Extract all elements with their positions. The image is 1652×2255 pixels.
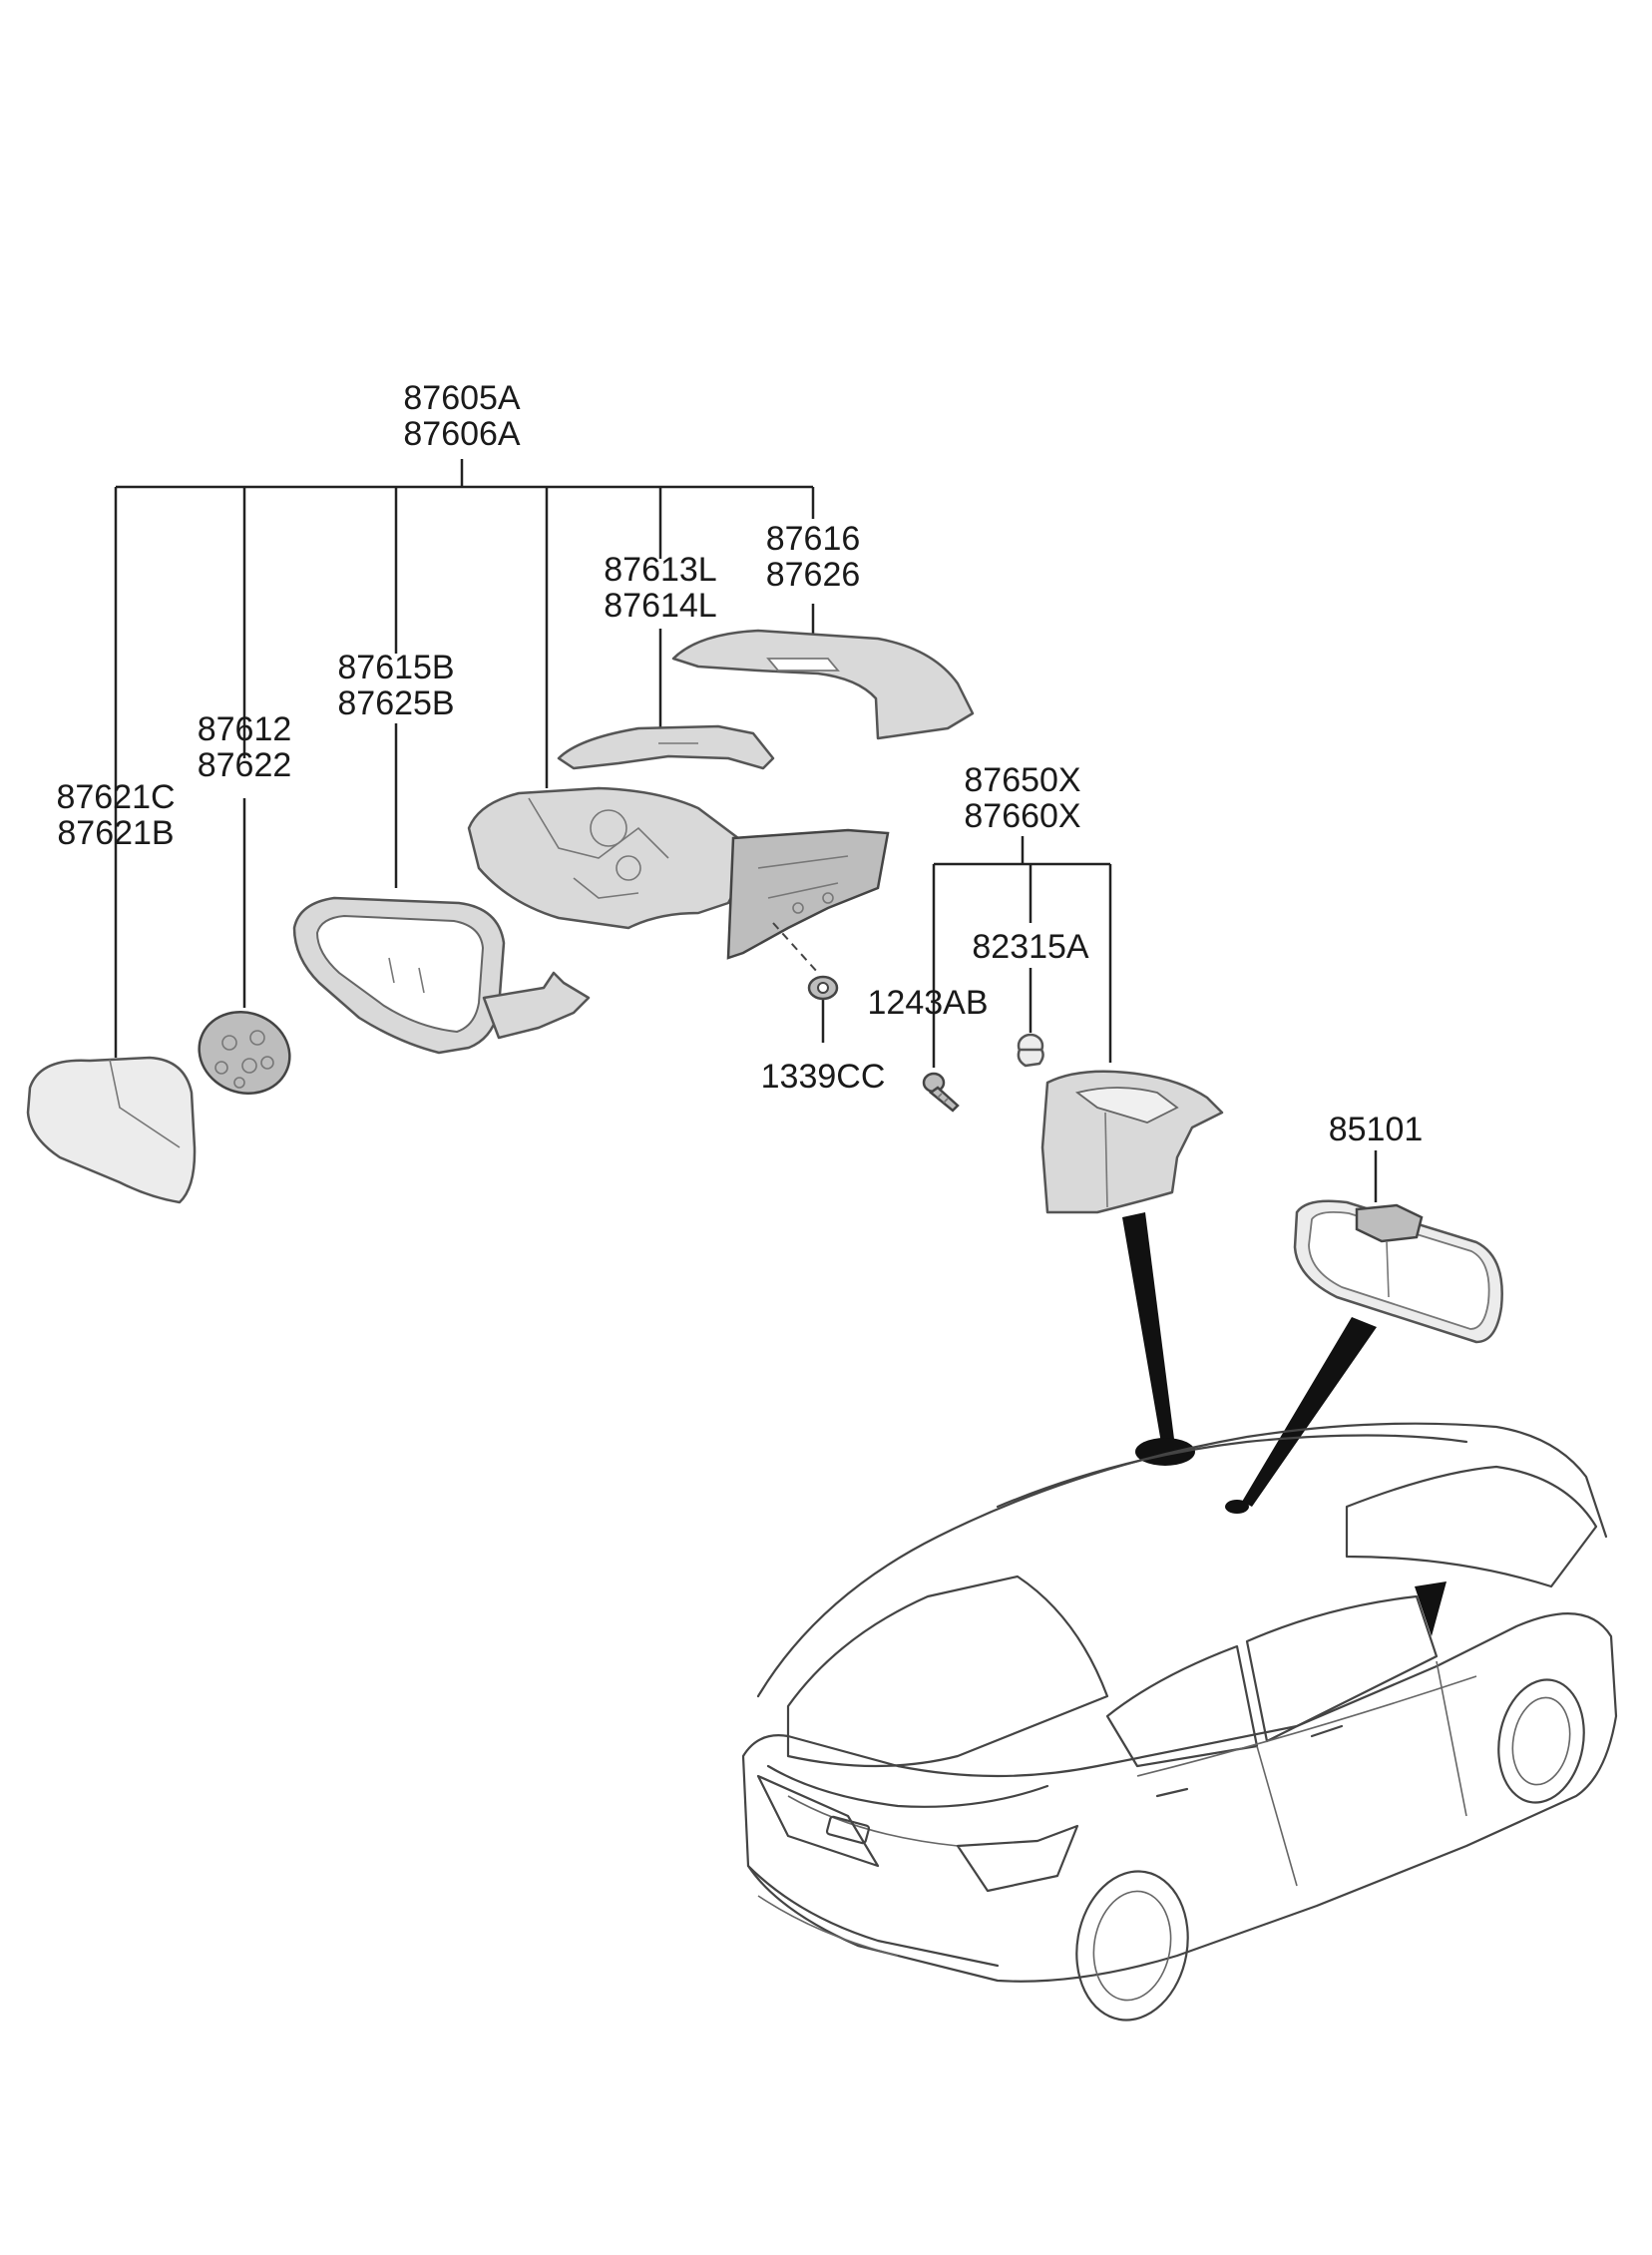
label-87621B: 87621B — [57, 814, 174, 852]
label-1243AB: 1243AB — [868, 984, 989, 1022]
screw-1243ab — [922, 1072, 960, 1113]
vehicle-outline — [741, 1422, 1618, 2022]
label-87613L: 87613L — [604, 551, 716, 589]
arrow-outside-mirror — [1415, 1581, 1446, 1636]
label-87660X: 87660X — [964, 797, 1080, 835]
location-arrows — [1122, 1212, 1446, 1636]
label-1339CC: 1339CC — [761, 1058, 886, 1096]
mirror-body — [467, 786, 890, 974]
assembly-leader-lines — [114, 459, 815, 1058]
label-87612: 87612 — [198, 710, 292, 748]
label-85101: 85101 — [1329, 1111, 1424, 1148]
inside-rearview-mirror — [1293, 1199, 1503, 1344]
clip-82315a — [1017, 1033, 1044, 1068]
label-87606A: 87606A — [403, 415, 521, 453]
label-87615B: 87615B — [337, 649, 454, 686]
part-number-labels: 87605A 87606A 87616 87626 87613L 87614L … — [56, 379, 1423, 1148]
label-87626: 87626 — [766, 556, 861, 594]
mirror-cover — [671, 629, 975, 740]
mirror-actuator — [198, 1011, 291, 1095]
mirror-glass — [26, 1056, 197, 1204]
arrow-base-to-roof — [1122, 1212, 1175, 1449]
mirror-housing-frame — [292, 896, 591, 1055]
mirror-base-cover — [1040, 1070, 1224, 1214]
nut-1339cc — [807, 975, 839, 1001]
label-87614L: 87614L — [604, 587, 716, 625]
label-87650X: 87650X — [964, 761, 1080, 799]
arrow-mirror-to-windshield — [1242, 1317, 1377, 1507]
label-87621C: 87621C — [56, 778, 175, 816]
label-87616: 87616 — [766, 520, 861, 558]
base-leader-lines — [821, 836, 1378, 1202]
label-87622: 87622 — [198, 746, 292, 784]
label-82315A: 82315A — [972, 928, 1089, 966]
label-87605A: 87605A — [403, 379, 521, 417]
label-87625B: 87625B — [337, 684, 454, 722]
mirror-garnish — [557, 724, 775, 770]
